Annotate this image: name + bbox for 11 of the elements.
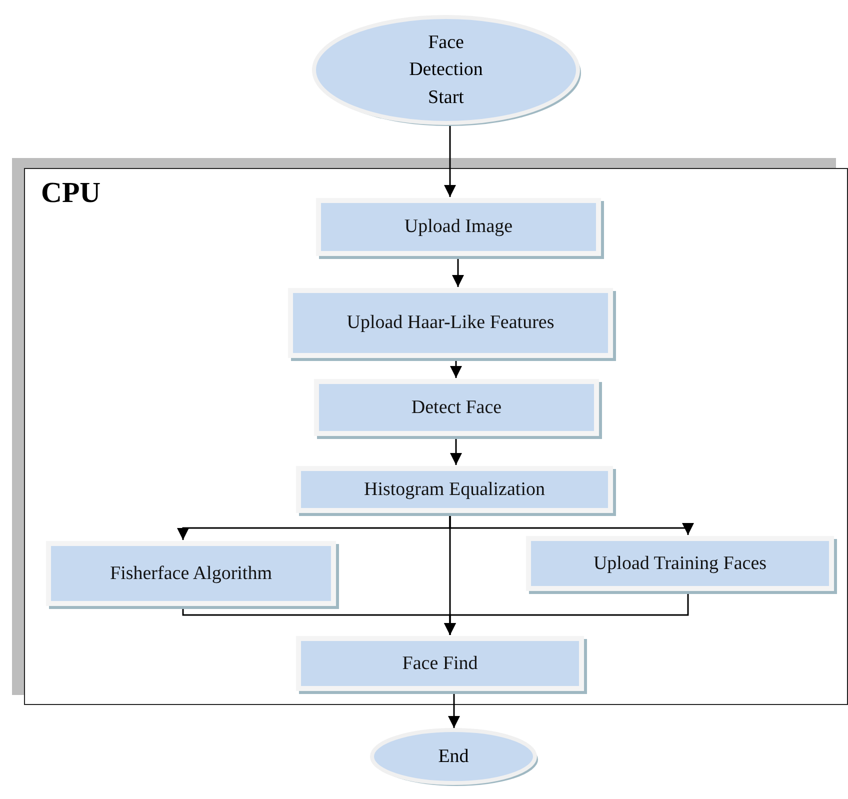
process-box: Upload Training Faces: [526, 536, 834, 591]
process-box: Face Find: [296, 636, 584, 691]
node-label: End: [438, 744, 469, 769]
arrow: [444, 125, 456, 197]
process-box: Histogram Equalization: [296, 466, 613, 513]
process-box: Upload Image: [316, 198, 601, 256]
process-box: Detect Face: [314, 379, 599, 436]
panel-title: CPU: [41, 177, 101, 210]
node-label: Face Detection Start: [408, 30, 484, 110]
process-box: Fisherface Algorithm: [46, 541, 336, 606]
process-box: Upload Haar-Like Features: [288, 288, 613, 358]
